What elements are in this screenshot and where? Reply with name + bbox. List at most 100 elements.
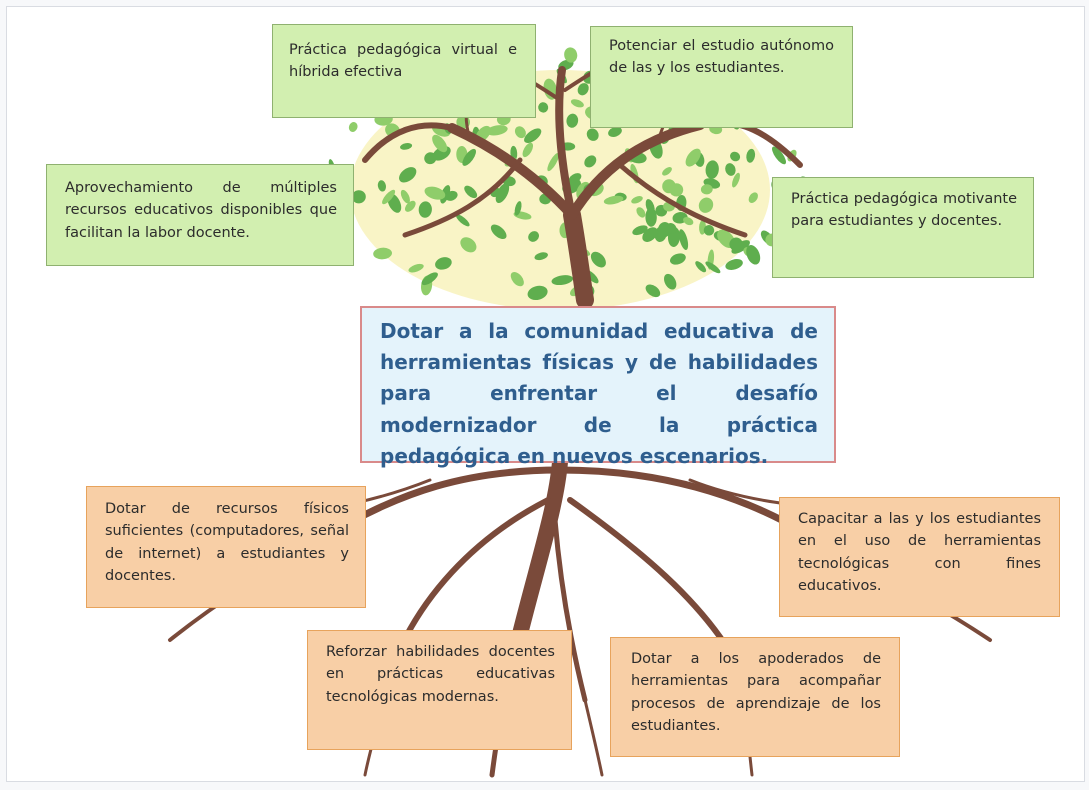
leaf — [669, 253, 686, 265]
leaf — [456, 214, 470, 227]
branch-box-motivating-practice: Práctica pedagógica motivante para estud… — [772, 177, 1034, 278]
leaf — [534, 252, 548, 261]
root-text-student-training: Capacitar a las y los estudiantes en el … — [798, 511, 1041, 595]
leaf — [460, 237, 477, 253]
tree-branch — [362, 122, 455, 163]
branch-box-hybrid-practice: Práctica pedagógica virtual e híbrida ef… — [272, 24, 536, 118]
leaf — [698, 197, 714, 213]
leaf — [748, 192, 758, 204]
tree-branch — [555, 66, 576, 219]
leaf — [445, 190, 458, 201]
leaf — [404, 200, 416, 212]
leaf — [664, 273, 677, 290]
leaf — [746, 245, 761, 265]
leaf — [424, 186, 446, 200]
leaf — [631, 196, 643, 204]
leaf — [348, 121, 358, 133]
leaf — [408, 263, 424, 273]
central-goal-text: Dotar a la comunidad educativa de herram… — [380, 319, 818, 468]
leaf — [547, 153, 560, 172]
leaf — [746, 148, 756, 163]
leaf — [524, 128, 542, 143]
leaf — [514, 126, 526, 139]
leaf — [527, 285, 548, 301]
leaf — [432, 134, 448, 153]
root-text-guardian-tools: Dotar a los apoderados de herramientas p… — [631, 651, 881, 735]
leaf — [418, 201, 432, 218]
leaf — [603, 195, 624, 205]
leaf — [522, 142, 534, 158]
leaf — [528, 231, 540, 242]
tree-branch — [563, 206, 594, 309]
branch-box-autonomous-study: Potenciar el estudio autónomo de las y l… — [590, 26, 853, 128]
leaf — [645, 207, 657, 227]
leaf — [495, 183, 510, 204]
root-text-teacher-skills: Reforzar habilidades docentes en práctic… — [326, 644, 555, 705]
leaf — [586, 128, 599, 141]
leaf — [400, 189, 410, 204]
leaf — [538, 102, 549, 113]
leaf — [731, 240, 750, 254]
branch-text-motivating-practice: Práctica pedagógica motivante para estud… — [791, 191, 1017, 230]
leaf — [662, 167, 672, 176]
leaf — [566, 113, 579, 128]
leaf — [486, 125, 508, 136]
tree-branch — [567, 497, 738, 663]
branch-text-autonomous-study: Potenciar el estudio autónomo de las y l… — [609, 38, 834, 77]
root-text-physical-resources: Dotar de recursos físicos suficientes (c… — [105, 501, 349, 585]
leaf — [608, 126, 622, 137]
leaf — [382, 189, 396, 205]
leaf — [577, 83, 589, 96]
leaf — [705, 261, 721, 274]
leaf — [373, 247, 392, 260]
leaf — [400, 143, 413, 150]
tree-branch — [556, 466, 804, 534]
leaf — [399, 167, 417, 183]
leaf — [632, 225, 648, 236]
leaf — [636, 207, 646, 218]
leaf — [551, 275, 574, 286]
leaf — [490, 224, 507, 240]
leaf — [584, 155, 597, 168]
leaf — [435, 257, 452, 270]
leaf — [683, 217, 694, 226]
leaf — [351, 190, 366, 204]
root-box-physical-resources: Dotar de recursos físicos suficientes (c… — [86, 486, 366, 608]
leaf — [590, 251, 606, 268]
tree-branch — [567, 120, 705, 220]
tree-branch — [583, 698, 604, 777]
leaf — [678, 229, 689, 250]
tree-branch — [617, 162, 748, 238]
root-box-guardian-tools: Dotar a los apoderados de herramientas p… — [610, 637, 900, 757]
leaf — [732, 172, 740, 188]
tree-branch — [552, 517, 588, 703]
branch-text-hybrid-practice: Práctica pedagógica virtual e híbrida ef… — [289, 42, 517, 81]
leaf — [730, 151, 741, 162]
root-box-teacher-skills: Reforzar habilidades docentes en práctic… — [307, 630, 572, 750]
leaf — [464, 185, 478, 199]
leaf — [695, 261, 707, 273]
leaf — [462, 148, 476, 166]
leaf — [725, 163, 736, 176]
leaf — [440, 185, 451, 204]
leaf — [568, 173, 582, 184]
leaf — [514, 201, 522, 216]
leaf — [657, 222, 672, 238]
leaf — [700, 184, 713, 195]
leaf — [570, 99, 584, 108]
leaf — [377, 180, 386, 192]
leaf — [669, 183, 684, 197]
leaf — [564, 47, 578, 63]
central-goal-box: Dotar a la comunidad educativa de herram… — [360, 306, 836, 468]
branch-text-educational-resources: Aprovechamiento de múltiples recursos ed… — [65, 180, 337, 241]
leaf — [510, 271, 524, 287]
leaf — [685, 148, 701, 167]
leaf — [703, 225, 715, 236]
root-box-student-training: Capacitar a las y los estudiantes en el … — [779, 497, 1060, 617]
leaf — [421, 272, 438, 286]
tree-branch — [402, 157, 523, 238]
leaf — [772, 146, 786, 165]
leaf — [645, 284, 661, 298]
branch-box-educational-resources: Aprovechamiento de múltiples recursos ed… — [46, 164, 354, 266]
leaf — [725, 259, 743, 270]
